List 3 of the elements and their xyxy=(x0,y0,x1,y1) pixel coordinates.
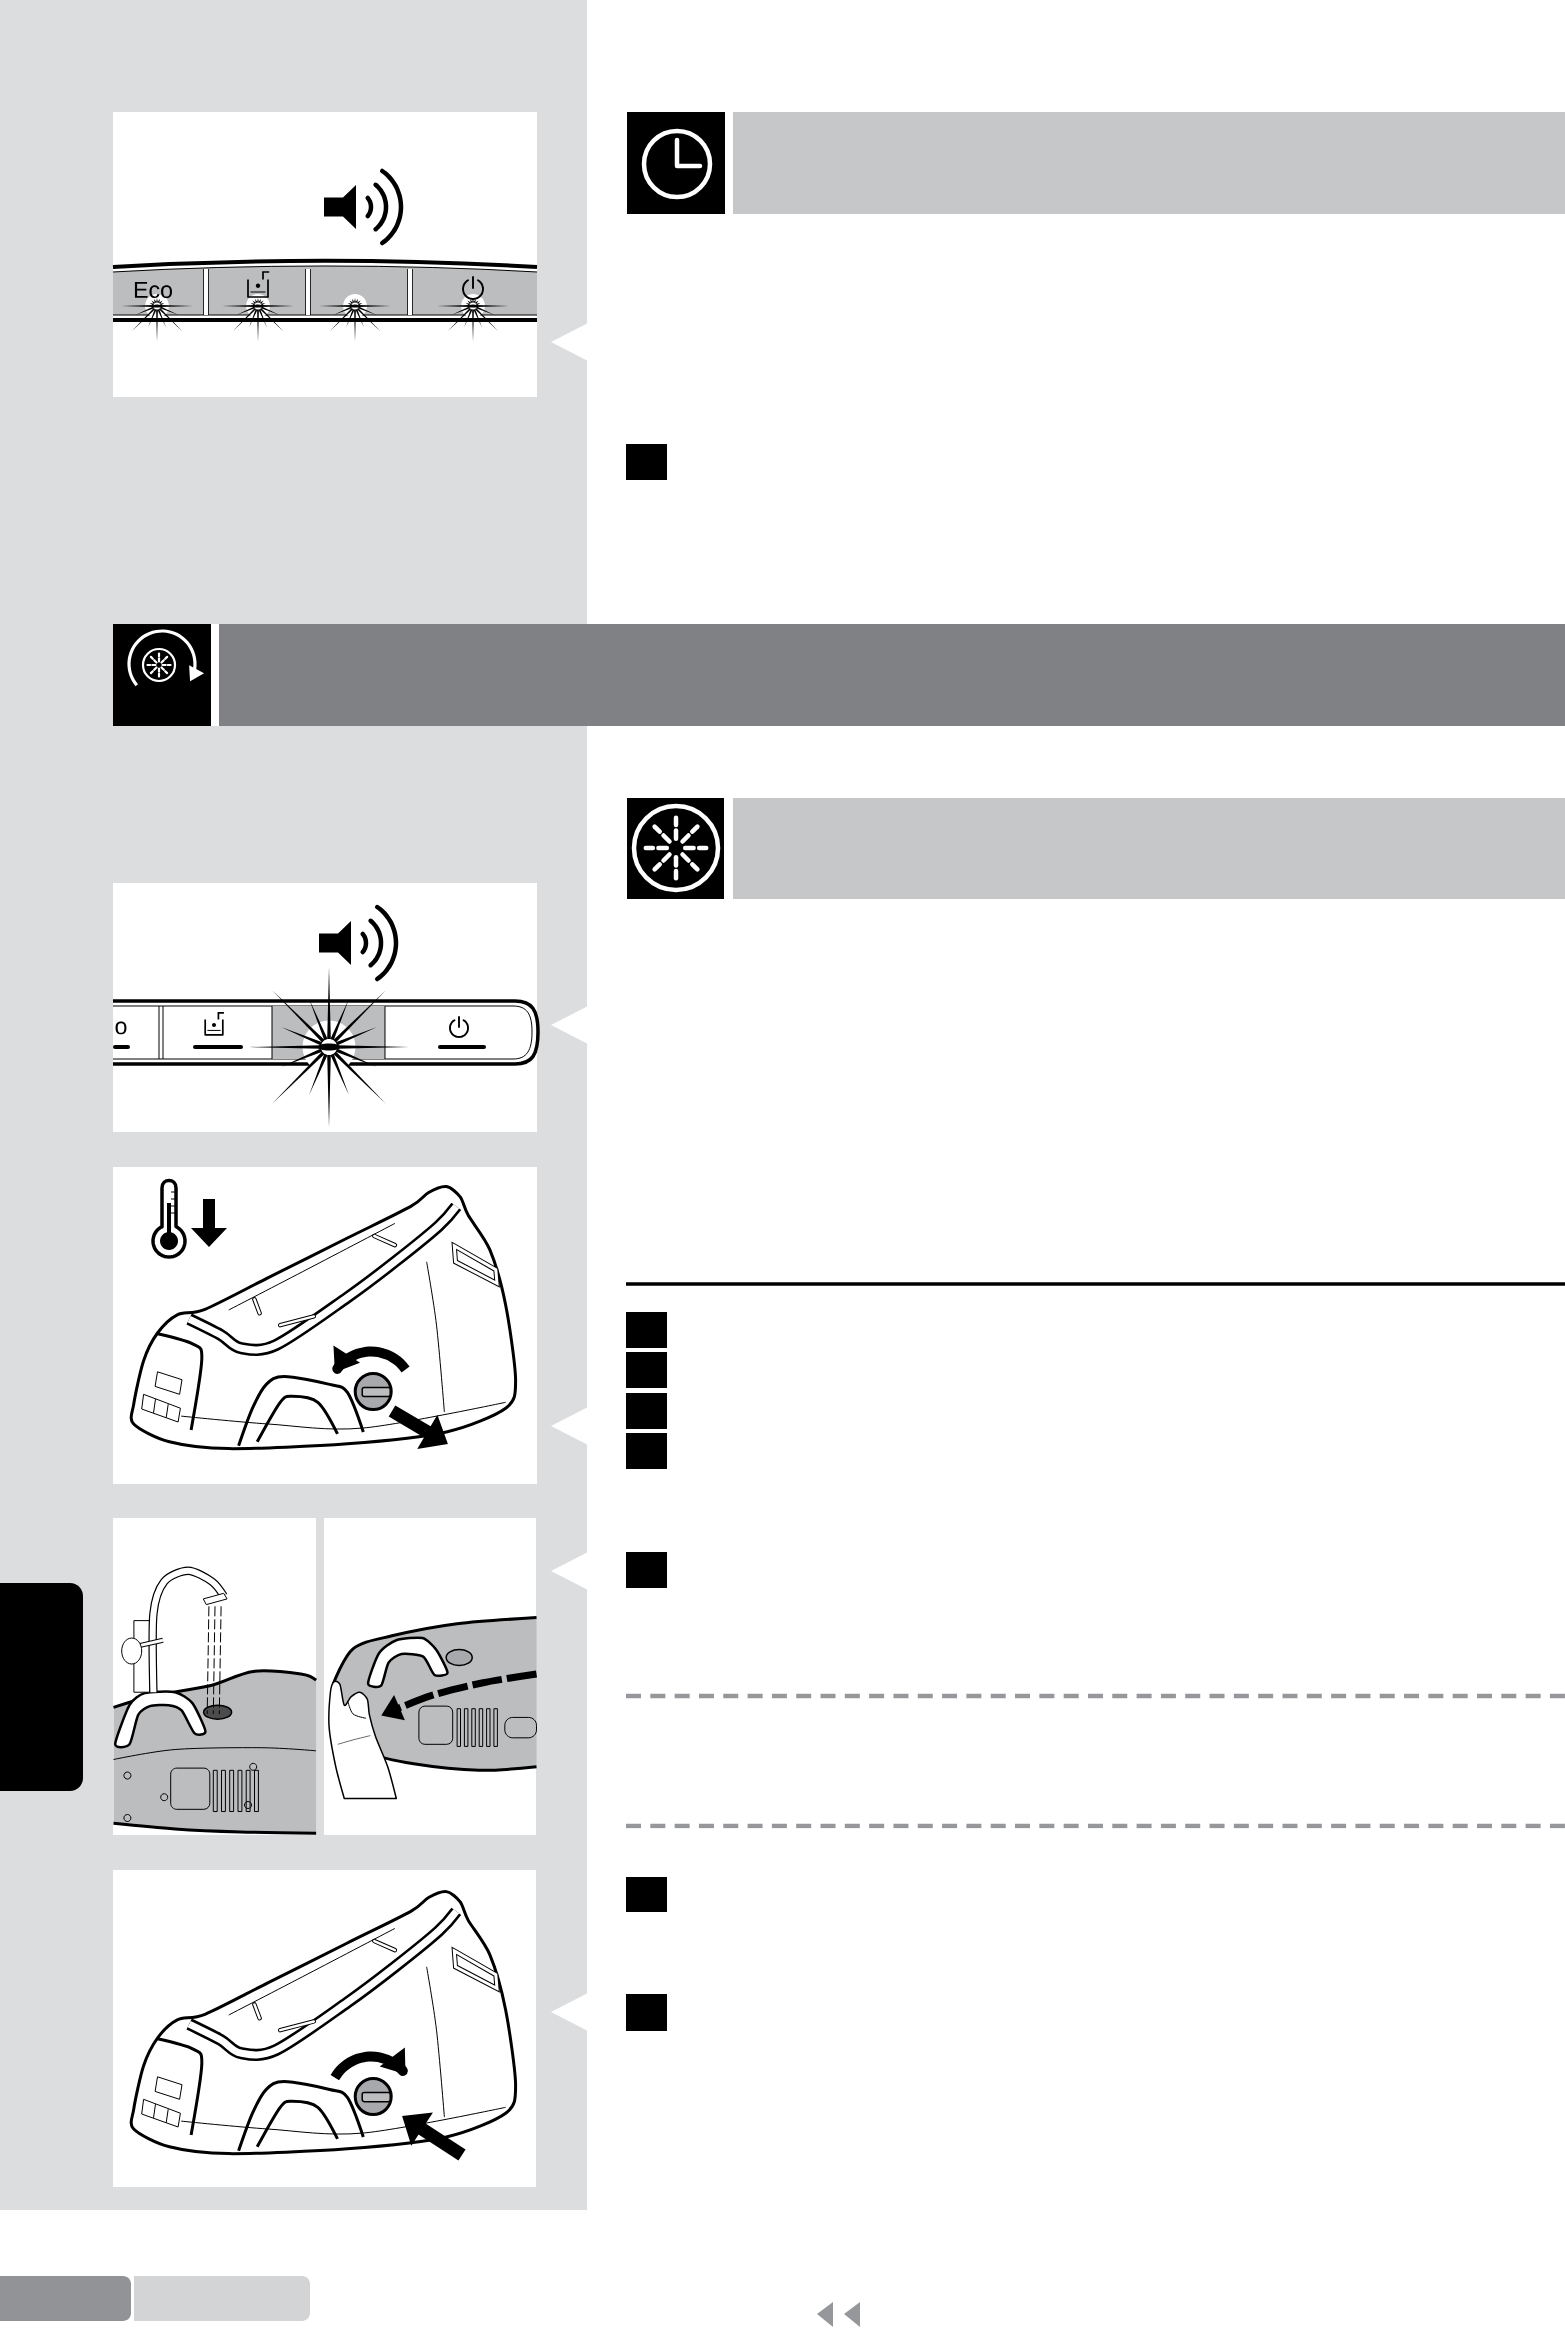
button-label: o xyxy=(115,1021,127,1035)
button-label: Eco xyxy=(134,281,172,299)
side-tab xyxy=(0,1583,83,1791)
